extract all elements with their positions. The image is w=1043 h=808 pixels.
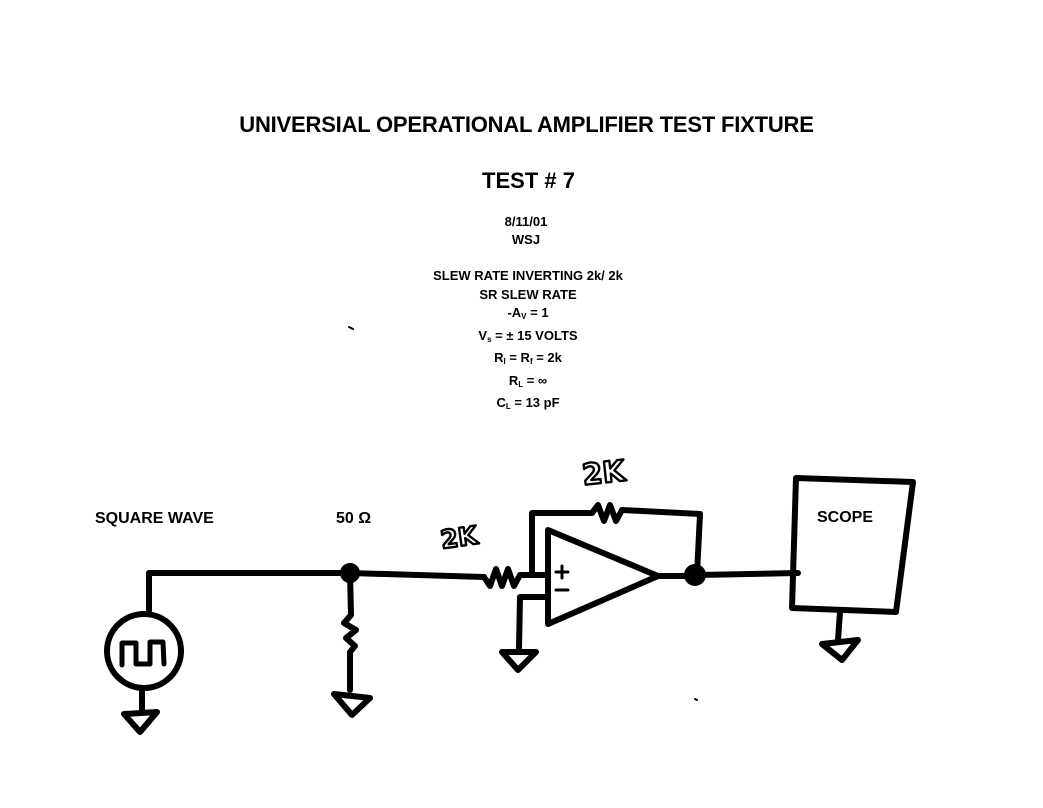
spec-supply: Vs = ± 15 VOLTS bbox=[478, 327, 578, 344]
page-title: UNIVERSIAL OPERATIONAL AMPLIFIER TEST FI… bbox=[239, 112, 814, 137]
node-wire bbox=[347, 570, 487, 580]
feedback-wire-left bbox=[529, 510, 595, 578]
spec-load-capacitance: CL = 13 pF bbox=[496, 395, 560, 411]
ground-icon bbox=[121, 709, 160, 735]
termination-label: 50 Ω bbox=[336, 510, 372, 527]
square-wave-label: SQUARE WAVE bbox=[95, 510, 214, 527]
stray-mark bbox=[348, 326, 354, 330]
opamp-icon bbox=[545, 527, 661, 627]
ground-icon bbox=[331, 691, 373, 718]
spec-resistors: RI = Rf = 2k bbox=[494, 350, 562, 366]
stray-mark bbox=[694, 698, 698, 701]
spec-line-2: SR SLEW RATE bbox=[479, 286, 577, 302]
test-number: TEST # 7 bbox=[482, 168, 575, 193]
termination-resistor bbox=[341, 570, 359, 693]
feedback-resistor-label: 2K bbox=[581, 453, 628, 491]
square-wave-source-icon bbox=[104, 611, 184, 691]
feedback-resistor bbox=[589, 502, 703, 524]
spec-line-1: SLEW RATE INVERTING 2k/ 2k bbox=[433, 268, 623, 283]
scope-input-wire bbox=[694, 570, 801, 578]
test-specs: SLEW RATE INVERTING 2k/ 2k SR SLEW RATE … bbox=[0, 267, 1043, 417]
spec-load-resistance: RL = ∞ bbox=[508, 372, 548, 389]
feedback-wire-right bbox=[694, 511, 703, 577]
input-resistor-label: 2K bbox=[439, 520, 481, 554]
test-date: 8/11/01 bbox=[504, 214, 548, 229]
scope-box bbox=[789, 475, 916, 615]
input-wire bbox=[146, 570, 353, 616]
ground-icon bbox=[819, 637, 861, 663]
scope-ground-lead bbox=[835, 609, 843, 643]
scope-label: SCOPE bbox=[817, 509, 874, 526]
ground-icon bbox=[499, 649, 539, 673]
noninverting-ground-wire bbox=[516, 594, 551, 651]
input-resistor bbox=[481, 566, 551, 589]
test-author: WSJ bbox=[511, 232, 541, 247]
spec-gain: -AV = 1 bbox=[507, 305, 549, 321]
